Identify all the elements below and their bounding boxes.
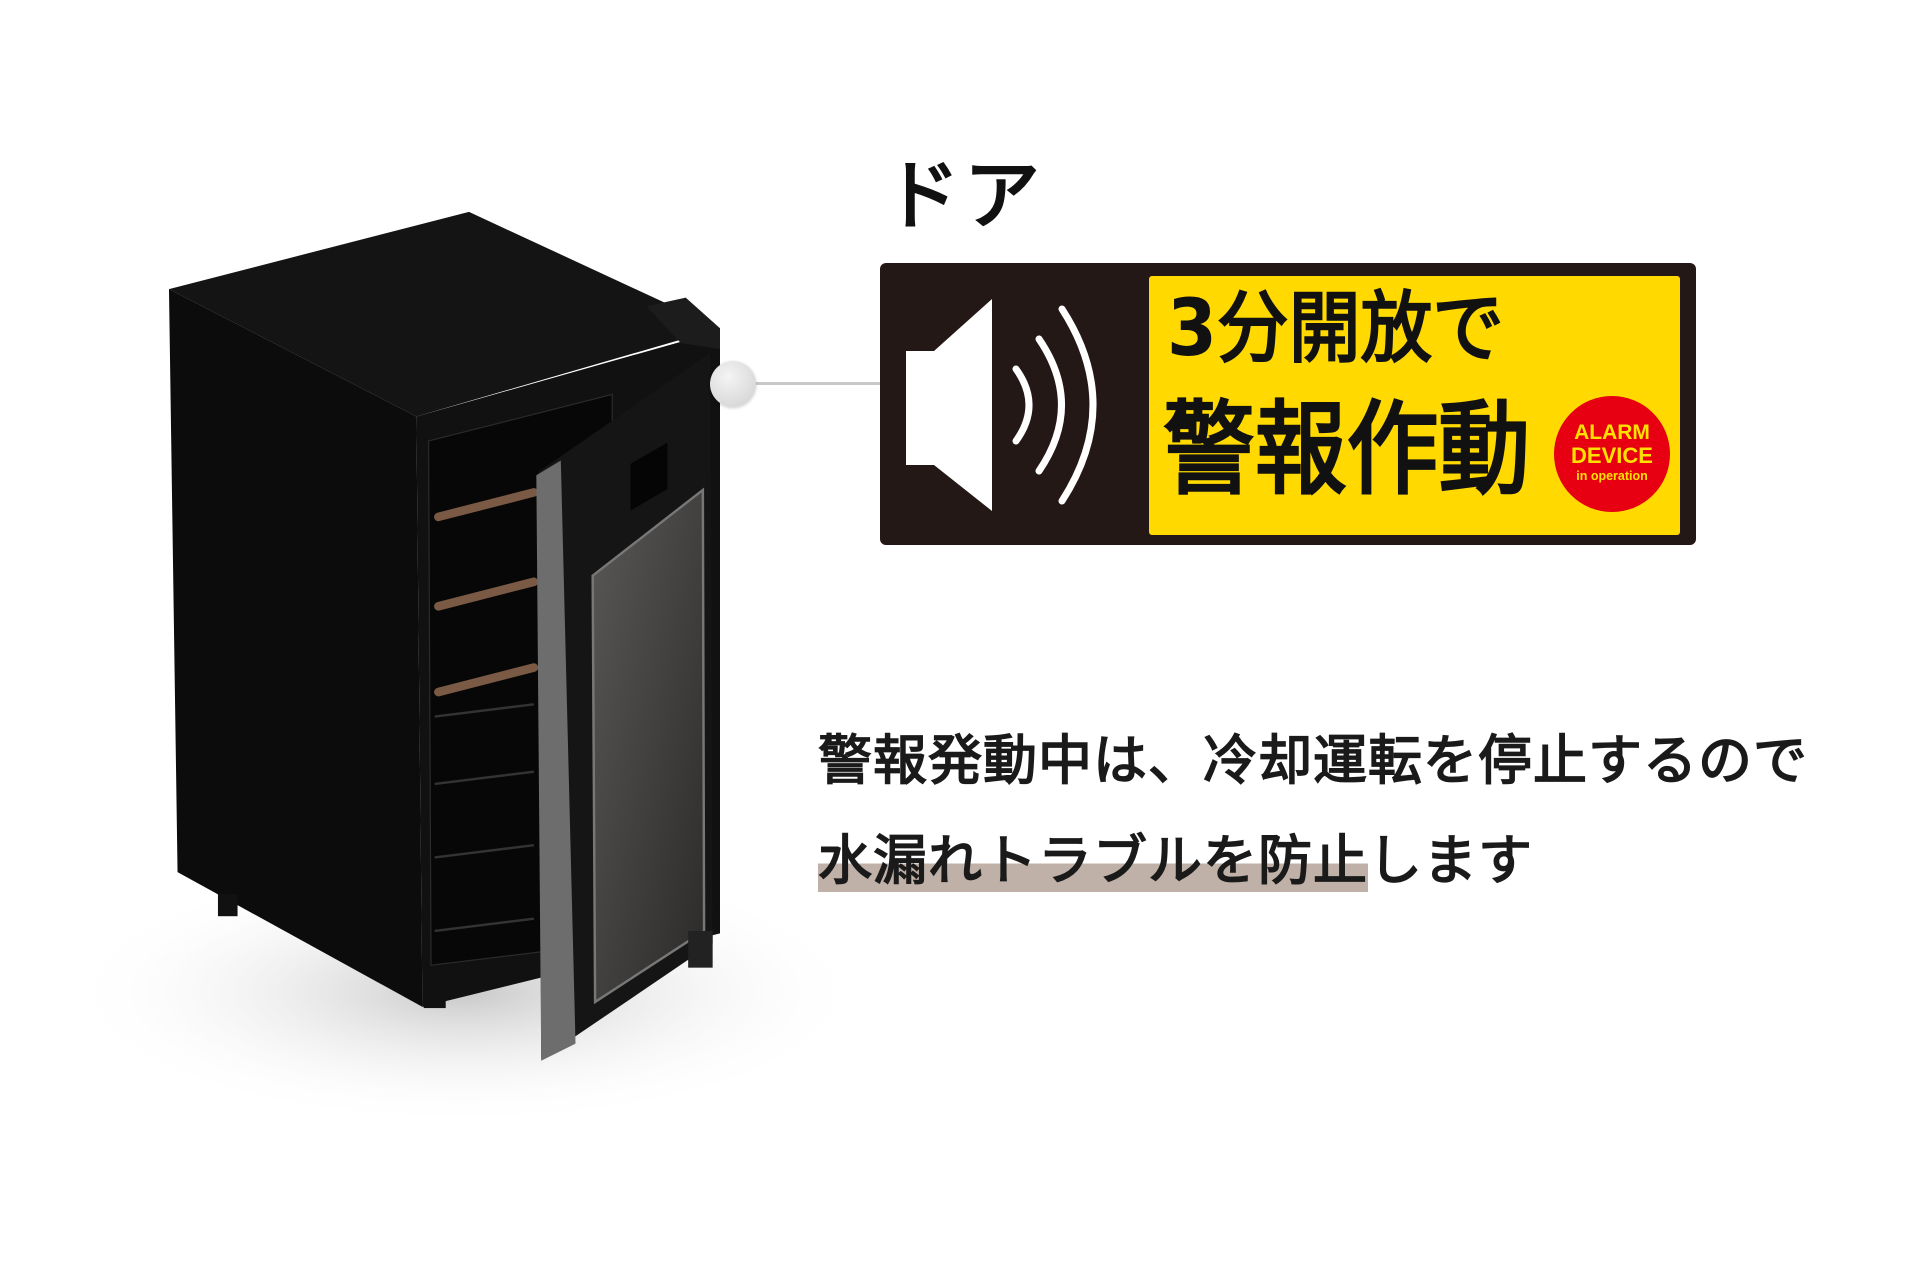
door-handle — [536, 460, 576, 1061]
door-glass — [591, 487, 706, 1005]
callout-anchor-dot — [710, 361, 756, 407]
badge-line-3: in operation — [1576, 469, 1648, 483]
description-highlight: 水漏れトラブルを防止 — [818, 829, 1368, 892]
callout-title: ドア — [884, 151, 1044, 240]
fridge-top — [168, 211, 720, 417]
speaker-sound-icon — [906, 299, 1097, 511]
description-line-1: 警報発動中は、冷却運転を停止するので — [818, 729, 1808, 792]
sign-line-1: 3分開放で — [1167, 284, 1504, 374]
alarm-device-badge: ALARM DEVICE in operation — [1554, 396, 1670, 512]
badge-line-1: ALARM — [1574, 421, 1650, 444]
sign-yellow-panel: 3分開放で 警報作動 ALARM DEVICE in operation — [1149, 276, 1680, 535]
callout-connector-line — [740, 382, 882, 385]
description-line-2: 水漏れトラブルを防止します — [818, 829, 1533, 892]
sign-line-2: 警報作動 — [1163, 391, 1531, 510]
description-line-2-rest: します — [1368, 829, 1533, 892]
fridge-side — [168, 289, 423, 1007]
alarm-sign: 3分開放で 警報作動 ALARM DEVICE in operation — [880, 263, 1696, 545]
badge-line-2: DEVICE — [1571, 443, 1653, 468]
